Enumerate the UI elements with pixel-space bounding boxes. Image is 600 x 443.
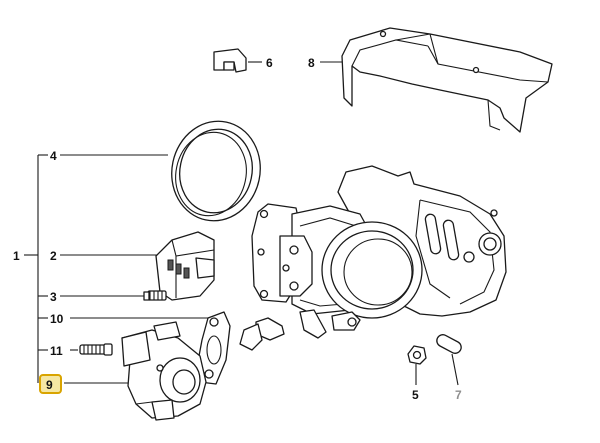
callout-10: 10 — [50, 312, 64, 326]
part-ring-4 — [171, 120, 261, 222]
part-screw-11 — [79, 343, 113, 356]
callout-4: 4 — [50, 149, 57, 163]
callout-9-highlight — [39, 374, 62, 394]
callout-7: 7 — [455, 388, 462, 402]
throttle-body — [239, 165, 507, 351]
part-gasket-10 — [195, 311, 231, 385]
part-nut-5 — [407, 345, 427, 365]
callout-bracket — [24, 154, 48, 383]
part-pin-7 — [436, 334, 462, 354]
callout-1: 1 — [13, 249, 20, 263]
callout-8: 8 — [308, 56, 315, 70]
part-valve-9 — [121, 321, 207, 421]
callout-6: 6 — [266, 56, 273, 70]
part-sensor-2 — [155, 231, 215, 301]
part-screw-3 — [143, 290, 167, 301]
part-clip-6 — [213, 48, 247, 73]
callout-3: 3 — [50, 290, 57, 304]
callout-11: 11 — [50, 344, 63, 358]
callout-5: 5 — [412, 388, 419, 402]
callout-2: 2 — [50, 249, 57, 263]
part-cover-8 — [341, 27, 553, 133]
callout-9: 9 — [46, 378, 53, 392]
